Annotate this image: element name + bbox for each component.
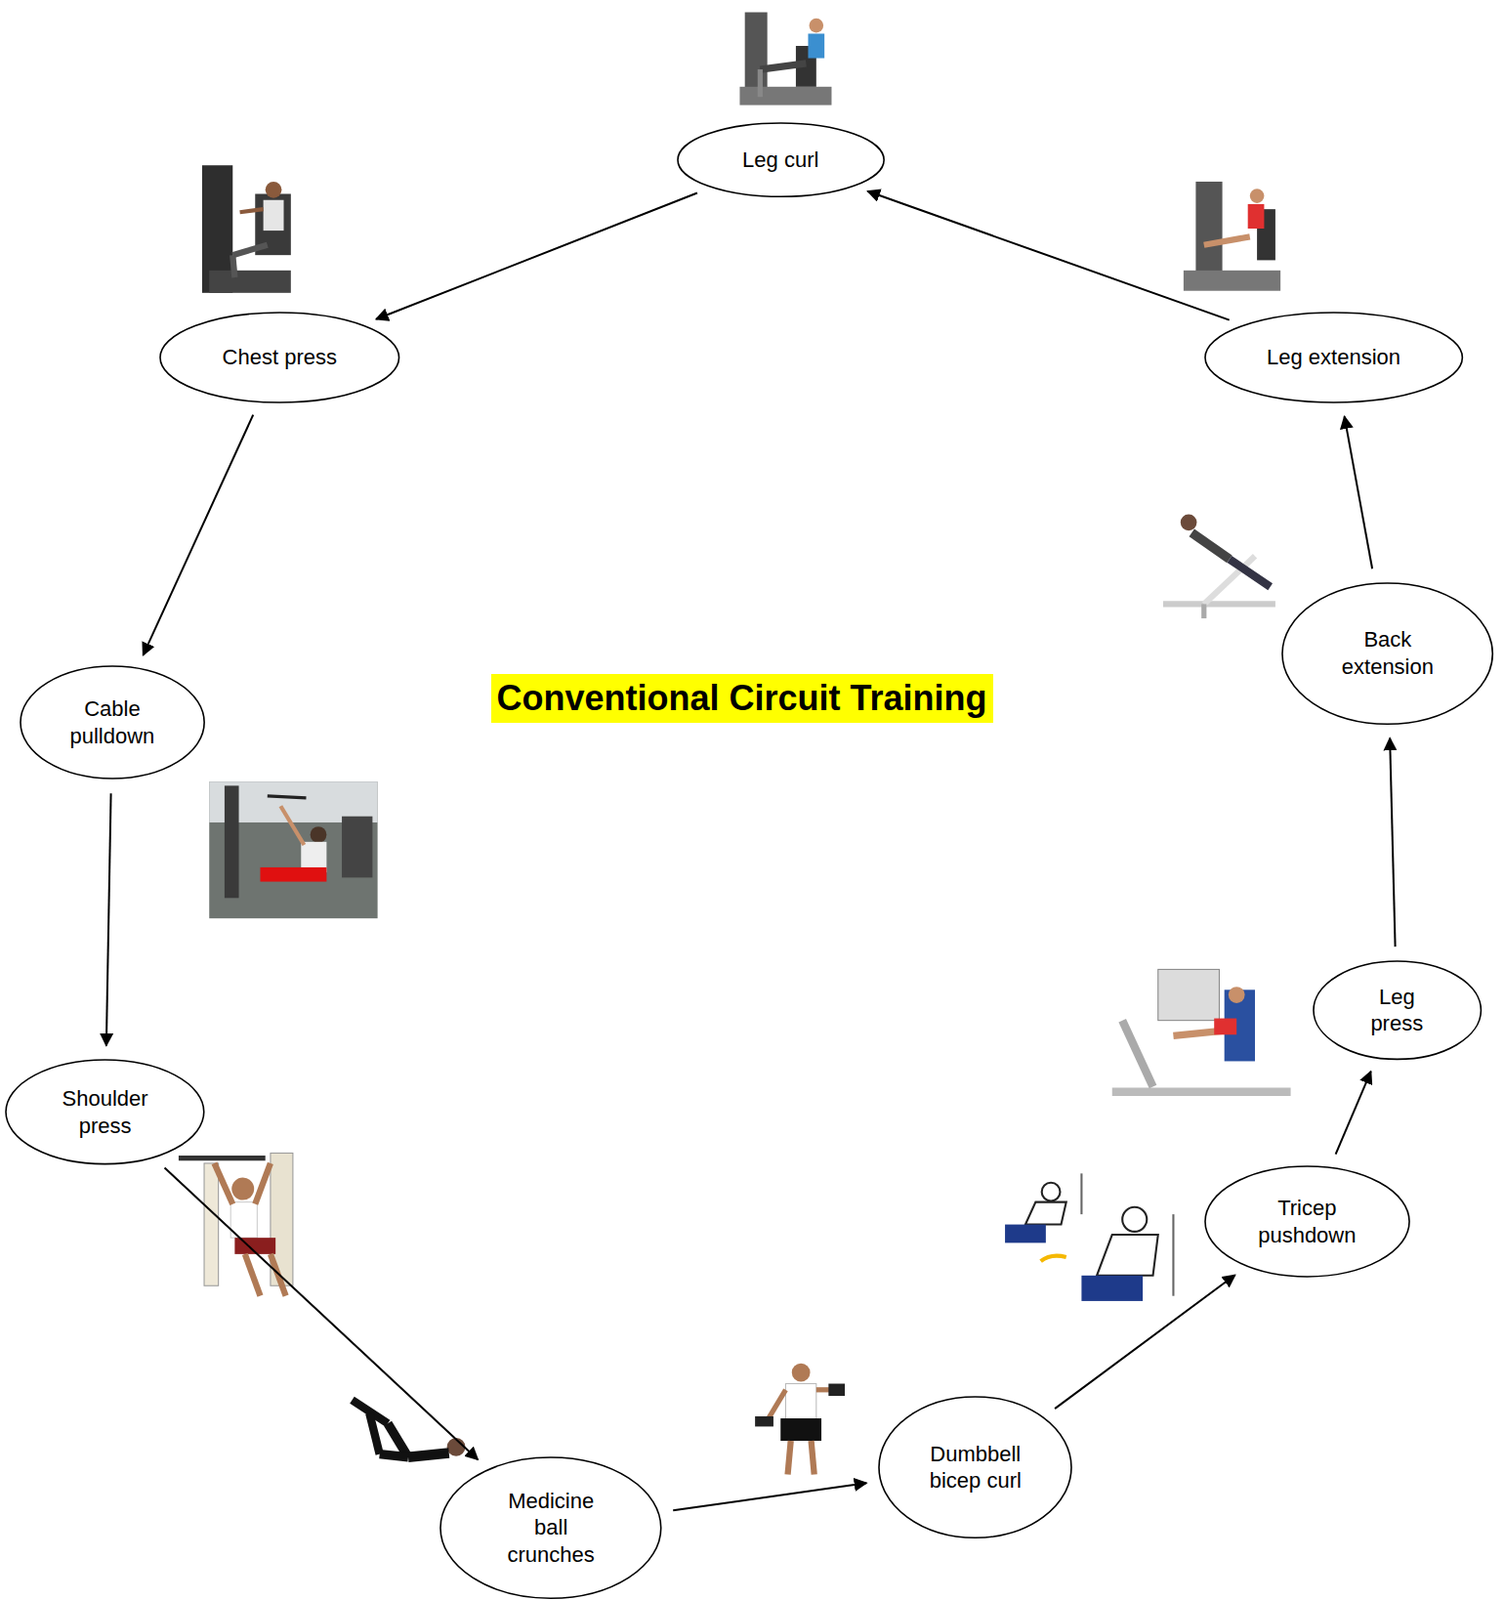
ellipse-outline [19,665,206,780]
exercise-name: Shoulder press [46,1085,165,1139]
bicep-curl-figure [754,1363,845,1475]
exercise-name: Leg press [1363,983,1430,1038]
tricep-pushdown-figure [1004,1172,1173,1301]
flow-arrow [376,193,698,320]
chest-press-figure [202,165,292,293]
flow-arrow [165,1168,479,1461]
flow-arrow [1389,738,1395,947]
exercise-ellipse: Dumbbell bicep curl [877,1395,1073,1539]
exercise-name: Medicine ball crunches [500,1487,602,1569]
exercise-ellipse: Leg extension [1204,311,1463,404]
exercise-ellipse: Back extension [1281,582,1494,725]
exercise-name: Back extension [1334,626,1442,680]
flow-arrow [1336,1071,1372,1155]
leg-curl-figure [739,12,832,106]
back-extension-figure [1163,514,1276,620]
flow-arrow [867,191,1229,321]
ellipse-outline [1312,960,1482,1060]
exercise-ellipse: Chest press [159,311,401,404]
flow-arrow [1054,1274,1236,1409]
exercise-ellipse: Cable pulldown [19,665,206,780]
ellipse-outline [1281,582,1494,725]
exercise-name: Cable pulldown [61,695,164,750]
flow-arrow [143,415,254,656]
exercise-ellipse: Leg curl [676,122,885,198]
flow-arrow [106,793,112,1045]
diagram-title: Conventional Circuit Training [491,673,994,723]
cable-pulldown-photo [208,781,377,919]
ellipse-outline [4,1058,206,1166]
exercise-name: Chest press [222,343,337,372]
flow-arrow [672,1482,867,1510]
shoulder-press-figure [178,1152,293,1296]
leg-extension-figure [1183,181,1281,292]
ellipse-outline [877,1395,1073,1539]
leg-press-figure [1112,968,1292,1091]
exercise-name: Dumbbell bicep curl [917,1440,1035,1495]
ellipse-outline [1204,1165,1411,1278]
exercise-name: Tricep pushdown [1251,1194,1364,1249]
flow-arrow [1344,416,1374,569]
exercise-ellipse: Tricep pushdown [1204,1165,1411,1278]
exercise-ellipse: Shoulder press [4,1058,206,1166]
exercise-ellipse: Medicine ball crunches [439,1456,663,1599]
exercise-name: Leg curl [742,146,819,174]
crunches-figure [352,1399,466,1458]
exercise-ellipse: Leg press [1312,960,1482,1060]
exercise-name: Leg extension [1266,343,1401,372]
